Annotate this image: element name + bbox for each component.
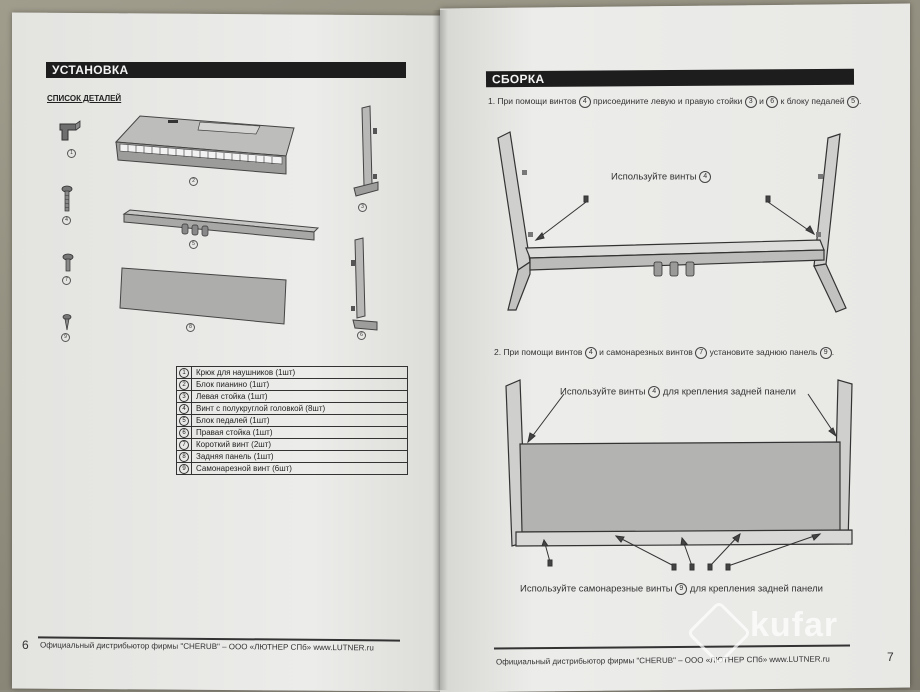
label-back-panel: 8 <box>186 323 195 332</box>
step2-num-screw: 4 <box>584 346 597 359</box>
step1-num-left-stand: 3 <box>744 95 757 108</box>
part-number: 3 <box>179 392 189 402</box>
part-name: Блок пианино (1шт) <box>191 378 408 391</box>
caption-use-tapping-screws: Используйте самонарезные винты 9 для кре… <box>520 583 823 595</box>
label-short-screw: 7 <box>62 276 71 285</box>
parts-list-subtitle: СПИСОК ДЕТАЛЕЙ <box>47 94 122 103</box>
step2-num-short-screw: 7 <box>695 346 708 359</box>
headphone-hook-figure <box>59 120 81 141</box>
caption2-text-a: Используйте винты <box>560 386 646 398</box>
left-stand-figure <box>353 105 379 197</box>
step2-text-b: и самонарезных винтов <box>599 347 693 357</box>
step2-text-d: . <box>831 347 835 357</box>
caption2-num: 4 <box>648 386 661 398</box>
step1-num-screw: 4 <box>578 95 591 108</box>
caption-use-screws-1: Используйте винты 4 <box>611 171 712 183</box>
caption3-text-b: для крепления задней панели <box>689 583 823 595</box>
label-right-stand: 6 <box>357 331 366 340</box>
assembly-figure-stands <box>497 131 847 313</box>
step2-text-a: 2. При помощи винтов <box>494 347 583 357</box>
caption2-text-b: для крепления задней панели <box>662 386 796 398</box>
short-screw-figure <box>62 253 74 272</box>
label-tapping-screw: 9 <box>61 333 70 342</box>
caption3-text-a: Используйте самонарезные винты <box>520 583 673 595</box>
assembly-step-2: 2. При помощи винтов 4 и самонарезных ви… <box>494 346 869 359</box>
pedal-unit-figure <box>122 209 320 241</box>
watermark-text: kufar <box>750 606 839 644</box>
left-section-title: УСТАНОВКА <box>46 62 406 78</box>
part-number: 6 <box>179 428 189 438</box>
part-name: Винт с полукруглой головкой (8шт) <box>191 402 408 415</box>
part-number: 7 <box>179 440 189 450</box>
label-left-stand: 3 <box>358 203 367 212</box>
part-number: 9 <box>179 464 189 474</box>
step1-text-a: 1. При помощи винтов <box>488 96 577 106</box>
label-hook: 1 <box>67 149 76 158</box>
caption3-num: 9 <box>675 583 688 595</box>
left-page-number: 6 <box>22 638 29 652</box>
part-name: Блок педалей (1шт) <box>191 414 408 427</box>
step2-text-c: установите заднюю панель <box>709 347 818 357</box>
part-number: 1 <box>179 368 189 378</box>
part-number: 2 <box>179 380 189 390</box>
part-name: Правая стойка (1шт) <box>191 426 408 439</box>
piano-body-figure <box>114 115 295 175</box>
step1-num-right-stand: 6 <box>766 95 779 108</box>
right-stand-figure <box>351 237 378 331</box>
part-name: Самонарезной винт (6шт) <box>191 462 408 475</box>
right-page-number: 7 <box>887 650 894 664</box>
assembly-figure-back-panel <box>505 379 853 571</box>
part-name: Задняя панель (1шт) <box>191 450 408 463</box>
step1-text-e: . <box>859 96 862 106</box>
round-head-screw-figure <box>61 185 73 212</box>
part-name: Левая стойка (1шт) <box>191 390 408 403</box>
tapping-screw-figure <box>62 314 72 331</box>
right-section-title: СБОРКА <box>485 68 855 88</box>
step2-num-panel: 9 <box>819 346 832 359</box>
caption1-num: 4 <box>699 171 712 183</box>
part-number: 4 <box>179 404 189 414</box>
part-name: Короткий винт (2шт) <box>191 438 408 451</box>
part-name: Крюк для наушников (1шт) <box>191 366 408 379</box>
step1-text-c: и <box>759 96 764 106</box>
back-panel-figure <box>119 267 287 325</box>
label-piano: 2 <box>189 177 198 186</box>
book-gutter <box>432 10 448 690</box>
assembly-step-1: 1. При помощи винтов 4 присоедините леву… <box>488 95 863 108</box>
caption-use-screws-2: Используйте винты 4 для крепления задней… <box>560 386 796 398</box>
label-round-screw: 4 <box>62 216 71 225</box>
part-number: 8 <box>179 452 189 462</box>
part-number: 5 <box>179 416 189 426</box>
caption1-text: Используйте винты <box>611 171 697 183</box>
label-pedal: 5 <box>189 240 198 249</box>
step1-num-pedal: 5 <box>847 95 860 108</box>
step1-text-b: присоедините левую и правую стойки <box>593 96 743 106</box>
step1-text-d: к блоку педалей <box>780 96 845 106</box>
